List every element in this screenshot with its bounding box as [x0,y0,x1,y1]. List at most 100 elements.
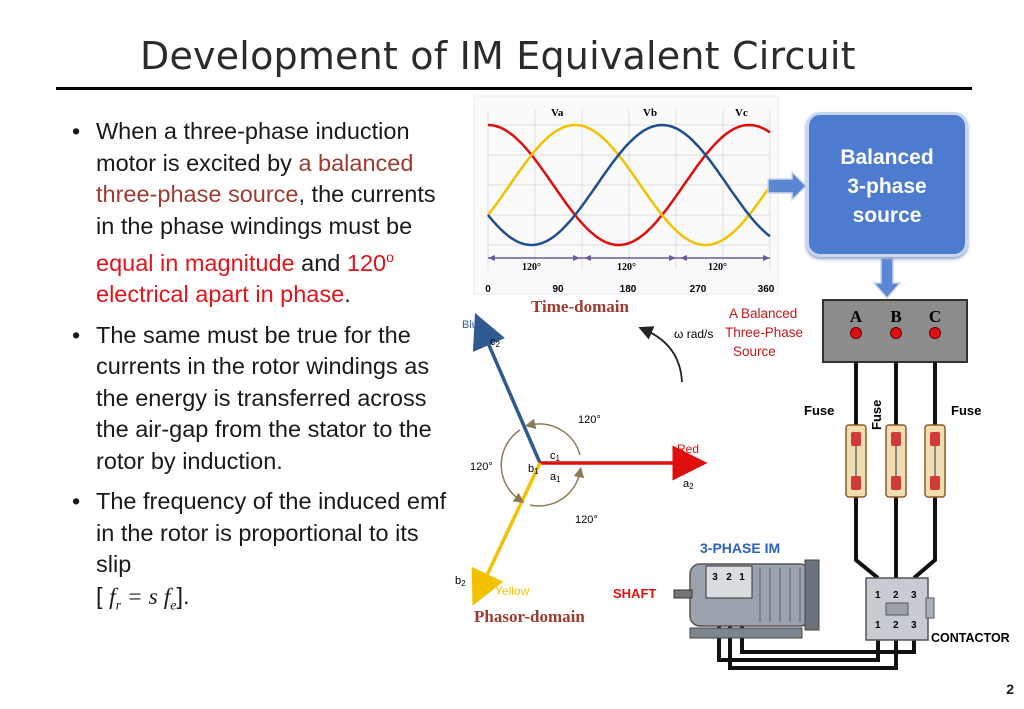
c2-text: c [490,336,496,348]
angle-top: 120° [578,414,601,426]
a2-text: a [683,478,690,490]
terminal-b-icon [890,327,902,339]
b2-sub: 2 [461,579,466,588]
source-label-line1: A Balanced [729,306,797,321]
label-blue: Blue [462,319,484,331]
highlight-120: 120o [346,249,394,276]
arrow-down-icon [872,257,902,300]
a1-sub: 1 [556,475,561,484]
highlight-balanced-source: a balanced three-phase source [96,149,414,208]
contactor: 1 2 3 1 2 3 CONTACTOR [865,577,1010,645]
bullet-text: When a three-phase induction motor is ex… [96,118,410,176]
formula-fr-sub: r [115,598,122,614]
fuse-label-right: Fuse [951,403,981,418]
contactor-bottom-3: 3 [911,620,917,631]
label-b1: b1 [528,463,539,476]
formula-fr: f [109,583,116,610]
induction-motor: 3-PHASE IM 3 2 1 SHAFT [613,540,820,639]
phasor-blue [472,312,542,464]
terminal-label-b: B [890,307,901,326]
motor-fan-cover-icon [804,559,820,631]
arc-top-icon [524,418,581,456]
c1-text: c [550,450,556,462]
label-vc: Vc [735,107,748,119]
label-va: Va [551,107,564,119]
motor-terminal-box-icon [705,565,753,599]
balanced-line2: 3-phase [847,175,927,198]
motor-label: 3-PHASE IM [700,540,780,556]
angle-value: 120 [346,249,387,276]
phasor-diagram: Blue c2 c1 b1 a1 Red a2 b2 Yellow 120° 1… [455,312,713,626]
label-vb: Vb [643,107,657,119]
plot-background [473,95,779,295]
degree-superscript: o [386,249,394,265]
x-tick: 270 [690,284,707,295]
wave-vc [487,123,771,247]
contactor-top-2: 2 [893,590,899,601]
angle-left: 120° [470,461,493,473]
x-tick: 0 [485,284,491,295]
page-title: Development of IM Equivalent Circuit [140,34,856,78]
interval-markers [488,255,770,261]
interval-label-2: 120° [617,262,636,273]
bullet-text: and [294,249,347,276]
phasor-domain-caption: Phasor-domain [474,607,585,626]
shaft-label: SHAFT [613,586,656,601]
c2-sub: 2 [496,340,501,349]
label-yellow: Yellow [495,584,530,598]
label-a2: a2 [683,478,694,491]
c1-sub: 1 [556,454,561,463]
formula-fe: f [163,583,171,610]
motor-base-icon [689,627,803,639]
contactor-top-3: 3 [911,590,917,601]
bullet-text: The frequency of the induced emf in the … [96,488,447,578]
x-tick: 90 [552,284,564,295]
bullet-list: When a three-phase induction motor is ex… [72,116,452,631]
interval-label-3: 120° [708,262,727,273]
page-number: 2 [1006,681,1014,697]
label-a1: a1 [550,471,561,484]
title-rule [56,87,972,90]
terminal-a-icon [850,327,862,339]
motor-shaft-icon [673,589,693,599]
time-domain-plot: Va Vb Vc 120° 120° 120° 0 90 180 270 360… [473,95,779,316]
terminal-label-c: C [929,307,941,326]
bullet-rotor-currents: The same must be true for the currents i… [72,320,452,478]
label-c1: c1 [550,450,561,463]
wave-va [487,123,771,247]
motor-terminal-1: 1 [739,572,745,583]
x-ticks: 0 90 180 270 360 [485,284,775,295]
highlight-electrical-apart: electrical apart in phase [96,281,345,308]
terminal-label-a: A [850,307,863,326]
source-label-line3: Source [733,344,776,359]
source-label-line2: Three-Phase [725,325,803,340]
x-tick: 180 [620,284,637,295]
x-tick: 360 [758,284,775,295]
bracket-open: [ [96,582,110,609]
contactor-label: CONTACTOR [931,631,1010,645]
bullet-frequency: The frequency of the induced emf in the … [72,486,452,622]
arc-bottom-icon [529,466,585,507]
fuse-label-left: Fuse [804,403,834,418]
contactor-bottom-2: 2 [893,620,899,631]
arrow-to-source-icon [767,170,808,202]
contactor-top-1: 1 [875,590,881,601]
b1-sub: 1 [534,467,539,476]
highlight-equal-magnitude: equal in magnitude [96,249,295,276]
angle-bottom: 120° [575,514,598,526]
label-c2: c2 [490,336,501,349]
fuses: Fuse Fuse Fuse [804,400,981,498]
b1-text: b [528,463,534,475]
motor-terminal-3: 3 [712,572,718,583]
formula-eq: = s [121,583,164,610]
bullet-text: . [344,281,351,308]
terminal-c-icon [929,327,941,339]
rotation-arrow-icon [638,326,683,383]
balanced-line3: source [852,204,922,227]
formula-fe-sub: e [170,598,177,614]
contactor-bottom-1: 1 [875,620,881,631]
b2-text: b [455,575,461,587]
a1-text: a [550,471,557,483]
bracket-close: ]. [176,582,190,609]
